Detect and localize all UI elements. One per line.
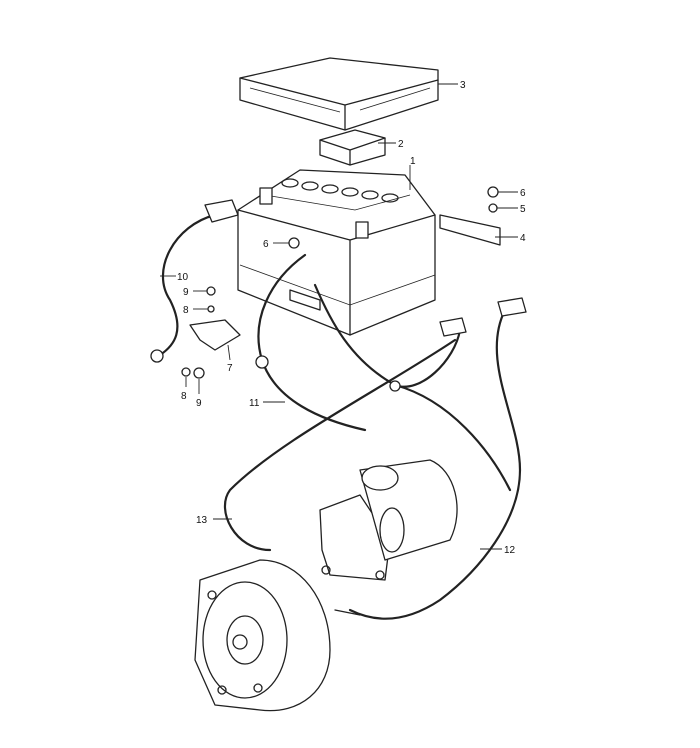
callout-11: 11	[249, 398, 260, 409]
nut-6-left	[288, 237, 300, 249]
battery	[237, 169, 436, 336]
callout-5: 5	[520, 204, 526, 215]
callout-8-lower: 8	[181, 391, 187, 402]
callout-leaders	[160, 83, 518, 550]
callout-9-upper: 9	[183, 287, 189, 298]
callout-2: 2	[398, 139, 404, 150]
battery-cover	[239, 57, 439, 131]
callout-1: 1	[410, 156, 416, 167]
callout-9-lower: 9	[196, 398, 202, 409]
callout-3: 3	[460, 80, 466, 91]
starter-motor	[319, 459, 458, 581]
callout-4: 4	[520, 233, 526, 244]
callout-7: 7	[227, 363, 233, 374]
ground-cable	[150, 199, 241, 379]
callout-12: 12	[504, 545, 516, 556]
alternator	[194, 559, 361, 712]
nut-and-washer-right	[439, 186, 501, 246]
callout-6: 6	[520, 188, 526, 199]
callout-10: 10	[177, 272, 189, 283]
callout-8-upper: 8	[183, 305, 189, 316]
callout-13: 13	[196, 515, 208, 526]
hold-down-bracket	[319, 129, 386, 166]
wiring-harness	[224, 253, 527, 620]
callout-6-left: 6	[263, 239, 269, 250]
